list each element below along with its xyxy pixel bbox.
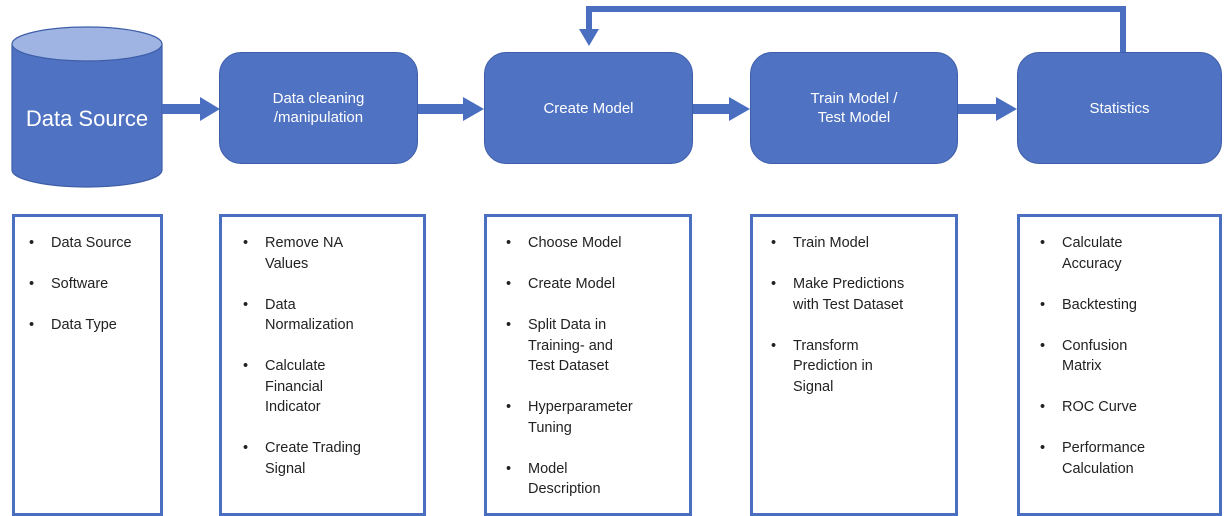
- list-item: Create Model: [506, 274, 681, 295]
- list-item: Data Source: [29, 233, 152, 254]
- details-statistics: Calculate Accuracy Backtesting Confusion…: [1017, 214, 1222, 516]
- list-item: Train Model: [771, 233, 947, 254]
- step-train-test-model: Train Model / Test Model: [750, 52, 958, 164]
- list-item: Transform Prediction in Signal: [771, 336, 903, 398]
- step-statistics: Statistics: [1017, 52, 1222, 164]
- flow-arrow: [958, 97, 1017, 121]
- details-list: Remove NA Values Data Normalization Calc…: [236, 233, 415, 479]
- database-cylinder-icon: [11, 26, 163, 188]
- list-item: Hyperparameter Tuning: [506, 397, 653, 438]
- details-list: Data Source Software Data Type: [29, 233, 152, 336]
- list-item: Software: [29, 274, 152, 295]
- flow-arrow: [162, 97, 220, 121]
- list-item: Data Normalization: [243, 295, 375, 336]
- details-list: Choose Model Create Model Split Data in …: [501, 233, 681, 500]
- list-item: ROC Curve: [1040, 397, 1211, 418]
- list-item: Backtesting: [1040, 295, 1211, 316]
- details-train-test-model: Train Model Make Predictions with Test D…: [750, 214, 958, 516]
- list-item: Create Trading Signal: [243, 438, 375, 479]
- details-data-source: Data Source Software Data Type: [12, 214, 163, 516]
- step-create-model: Create Model: [484, 52, 693, 164]
- data-source-label: Data Source: [25, 106, 149, 131]
- details-list: Train Model Make Predictions with Test D…: [767, 233, 947, 397]
- list-item: Confusion Matrix: [1040, 336, 1152, 377]
- list-item: Calculate Financial Indicator: [243, 356, 355, 418]
- list-item: Make Predictions with Test Dataset: [771, 274, 918, 315]
- flow-arrow: [693, 97, 750, 121]
- list-item: Calculate Accuracy: [1040, 233, 1152, 274]
- list-item: Model Description: [506, 459, 638, 500]
- details-list: Calculate Accuracy Backtesting Confusion…: [1034, 233, 1211, 479]
- list-item: Remove NA Values: [243, 233, 375, 274]
- list-item: Choose Model: [506, 233, 681, 254]
- list-item: Performance Calculation: [1040, 438, 1162, 479]
- step-data-cleaning: Data cleaning /manipulation: [219, 52, 418, 164]
- feedback-loop-arrow: [579, 6, 1126, 52]
- details-data-cleaning: Remove NA Values Data Normalization Calc…: [219, 214, 426, 516]
- details-create-model: Choose Model Create Model Split Data in …: [484, 214, 692, 516]
- flow-arrow: [418, 97, 484, 121]
- list-item: Data Type: [29, 315, 152, 336]
- list-item: Split Data in Training- and Test Dataset: [506, 315, 638, 377]
